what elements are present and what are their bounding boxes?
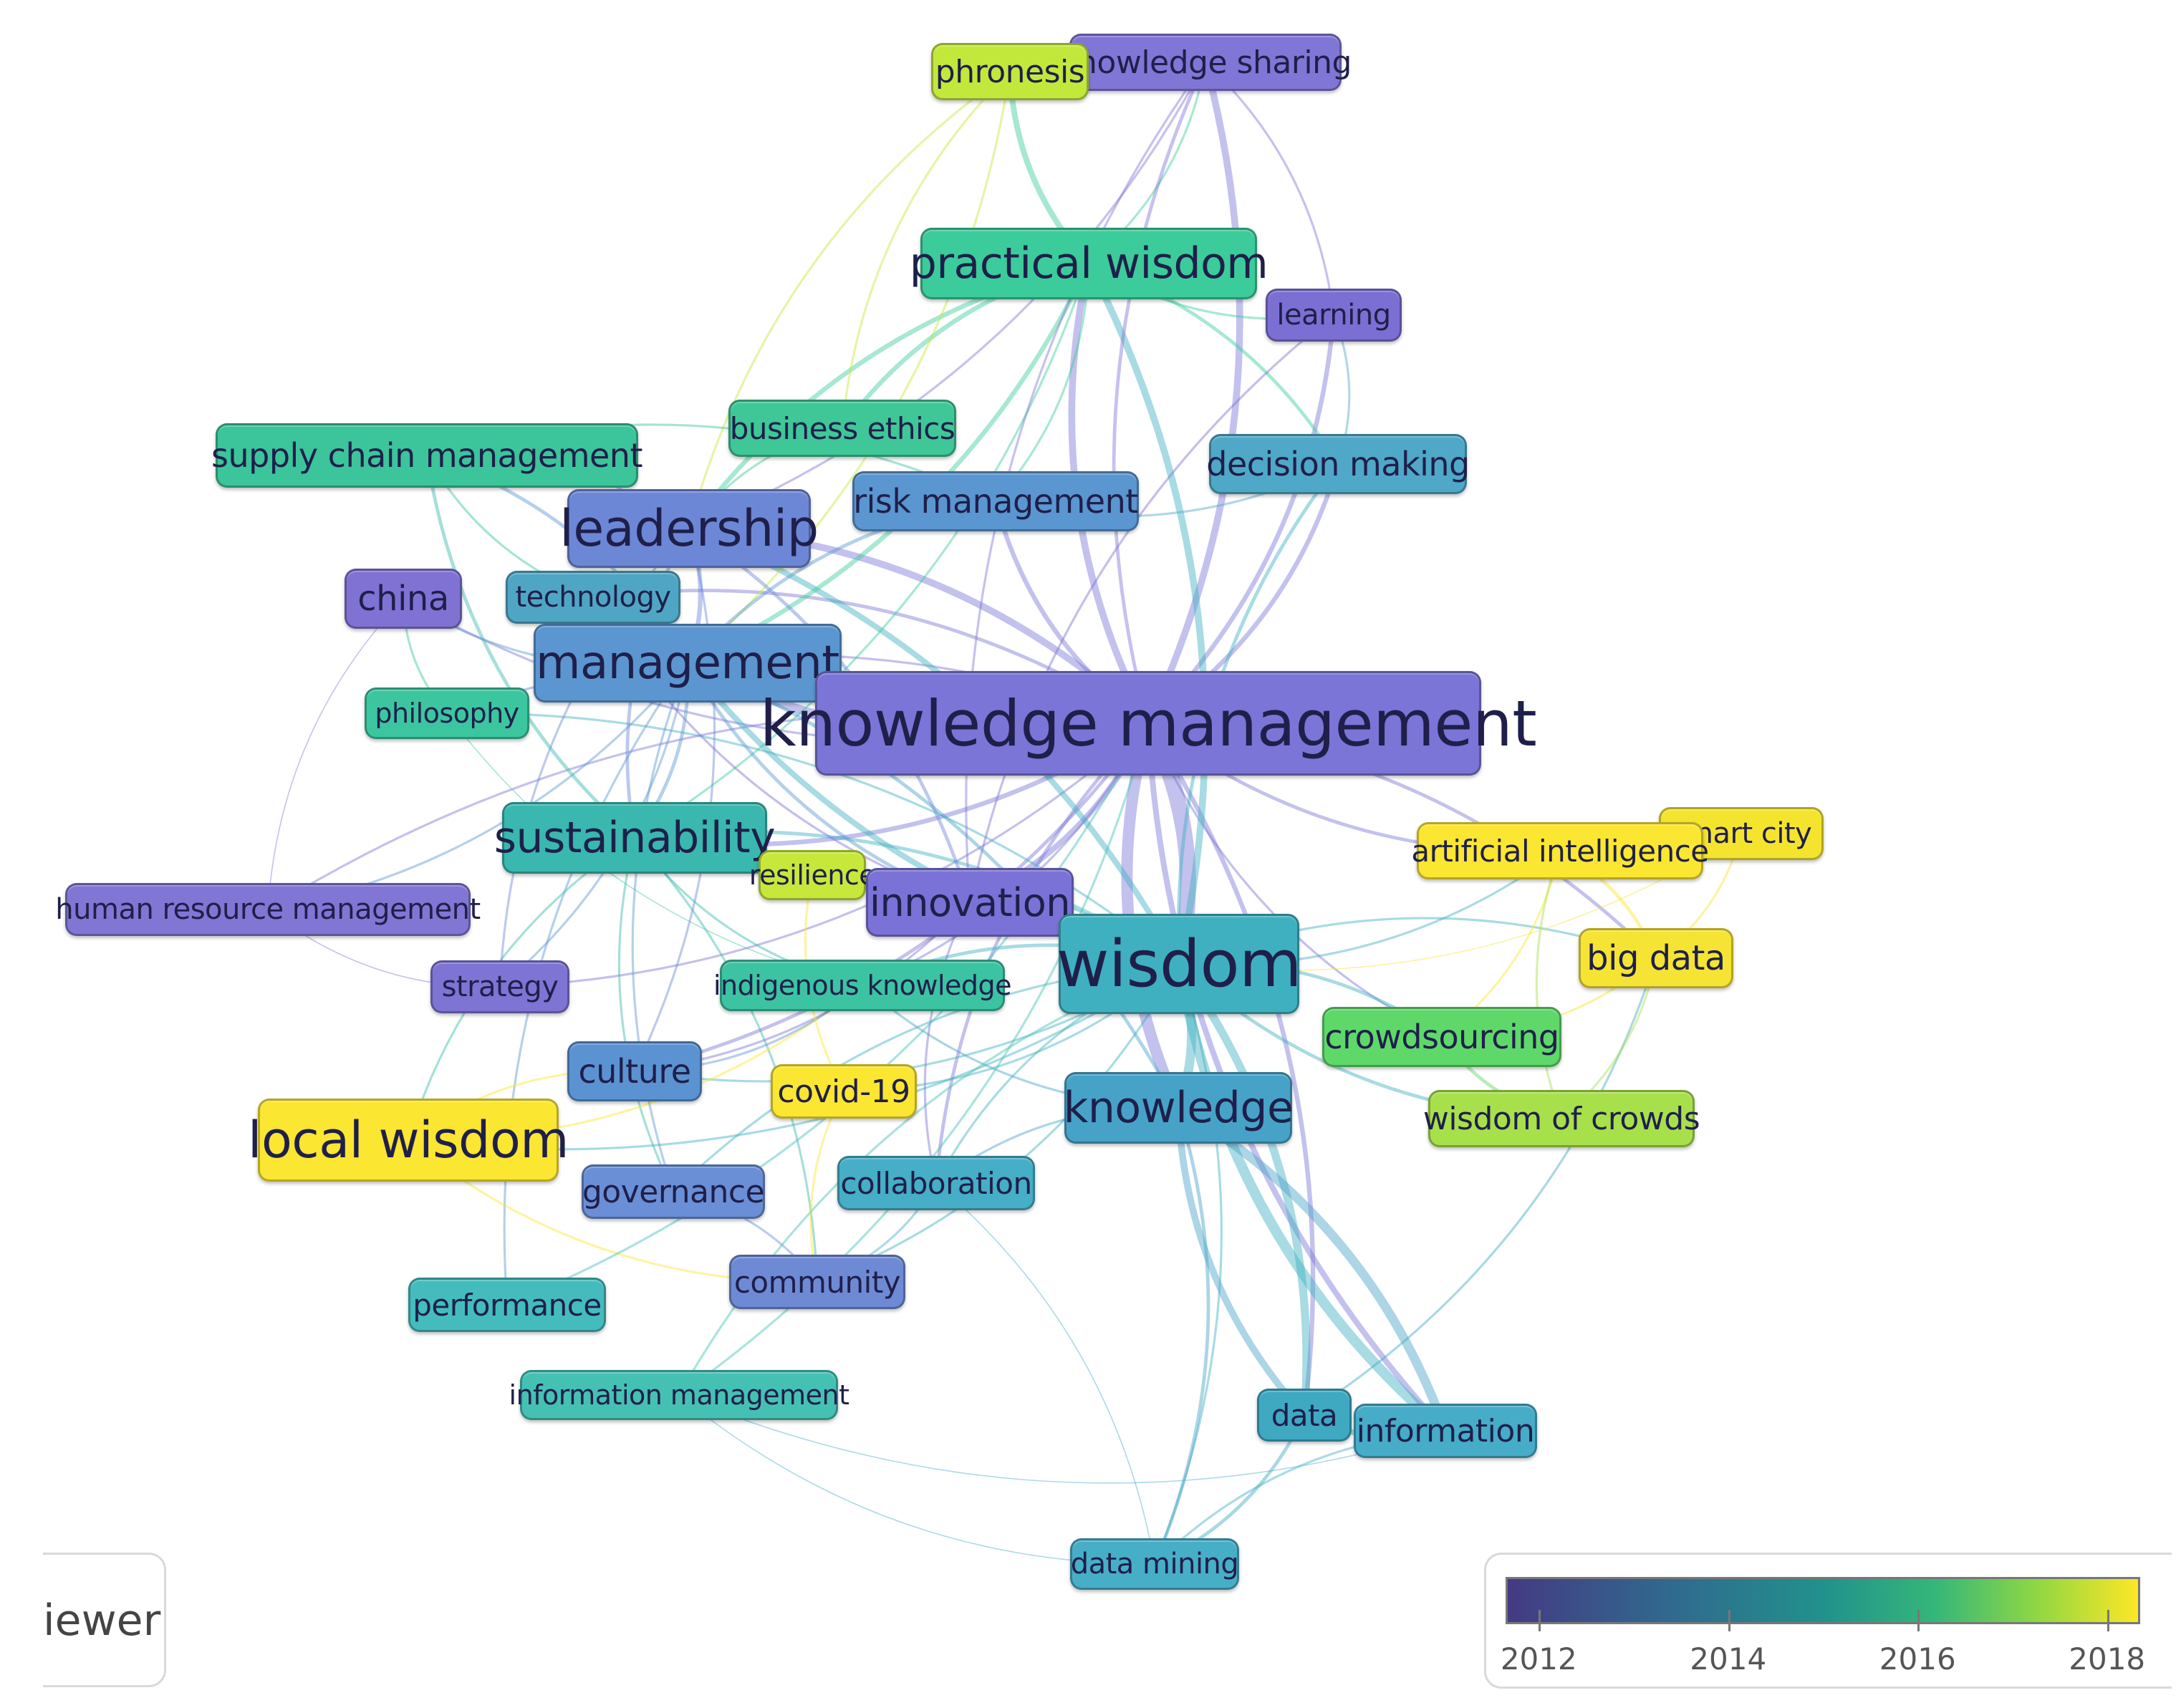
node-collaboration[interactable]: collaboration (837, 1156, 1035, 1210)
link-wis-com (816, 962, 1180, 1283)
node-philosophy[interactable]: philosophy (365, 687, 529, 739)
link-phr-ldr (688, 70, 1011, 530)
link-km-dat (1145, 720, 1316, 1418)
link-knw-mgt (685, 661, 1180, 1110)
link-inn-col (923, 901, 971, 1184)
node-knowledge-management[interactable]: knowledge management (760, 671, 1537, 776)
node-performance[interactable]: performance (408, 1278, 606, 1332)
node-governance[interactable]: governance (582, 1164, 765, 1219)
node-wisdom-of-crowds[interactable]: wisdom of crowds (1423, 1090, 1700, 1147)
link-ks-ldr (688, 61, 1207, 530)
link-ks-lrn (1204, 61, 1335, 317)
legend-label-2016: 2016 (1879, 1641, 1956, 1676)
link-dat-bd (1303, 957, 1657, 1417)
link-wis-dat (1175, 960, 1311, 1419)
node-risk-management[interactable]: risk management (852, 471, 1139, 531)
node-sustainability[interactable]: sustainability (494, 802, 776, 874)
link-wis-inf (1173, 958, 1451, 1437)
node-management[interactable]: management (534, 624, 842, 703)
link-knw-dat (1175, 1104, 1308, 1419)
node-leadership[interactable]: leadership (559, 489, 819, 568)
link-phr-be (841, 70, 1011, 430)
node-innovation[interactable]: innovation (866, 868, 1074, 937)
node-learning[interactable]: learning (1266, 289, 1402, 342)
legend-tick-2018 (2107, 1610, 2109, 1631)
legend-label-2012: 2012 (1500, 1641, 1577, 1676)
node-local-wisdom[interactable]: local wisdom (248, 1099, 569, 1182)
link-im-km (678, 722, 1150, 1396)
link-woc-ai (1535, 849, 1563, 1120)
node-community[interactable]: community (729, 1255, 905, 1309)
brand-label: iewer (43, 1596, 161, 1646)
node-business-ethics[interactable]: business ethics (728, 400, 956, 457)
node-human-resource-management[interactable]: human resource management (55, 883, 481, 936)
link-ks-km (1112, 60, 1208, 725)
link-km-ks (1145, 59, 1243, 727)
link-wis-dmi (1153, 962, 1223, 1565)
legend-tick-2014 (1728, 1610, 1730, 1631)
node-wisdom[interactable]: wisdom (1056, 914, 1302, 1014)
legend-color-bar (1506, 1577, 2140, 1624)
node-knowledge-sharing[interactable]: knowledge sharing (1059, 34, 1352, 91)
node-phronesis[interactable]: phronesis (931, 43, 1089, 100)
node-strategy[interactable]: strategy (430, 960, 569, 1013)
node-data[interactable]: data (1257, 1389, 1352, 1442)
link-wis-pw (1085, 260, 1209, 968)
link-dmi-col (935, 1182, 1155, 1565)
node-culture[interactable]: culture (567, 1041, 702, 1101)
link-km-crw (1147, 722, 1443, 1038)
link-sus-scm (425, 453, 637, 840)
node-crowdsourcing[interactable]: crowdsourcing (1322, 1007, 1561, 1067)
link-km-str (499, 722, 1150, 988)
link-hrm-chn (267, 598, 404, 910)
brand-panel (43, 1553, 166, 1687)
node-information-management[interactable]: information management (509, 1370, 849, 1420)
node-covid-19[interactable]: covid-19 (771, 1064, 917, 1119)
node-information[interactable]: information (1354, 1404, 1537, 1458)
link-sus-gov (617, 836, 675, 1193)
node-technology[interactable]: technology (506, 571, 680, 624)
link-pw-mgt (685, 261, 1092, 666)
legend-label-2014: 2014 (1690, 1641, 1767, 1676)
node-practical-wisdom[interactable]: practical wisdom (910, 228, 1268, 299)
legend-tick-2012 (1539, 1610, 1541, 1631)
link-inf-im (678, 1394, 1446, 1484)
legend-tick-2016 (1917, 1610, 1920, 1631)
node-resilience[interactable]: resilience (749, 850, 876, 900)
link-knw-dmi (1152, 1106, 1210, 1566)
link-phr-mgt (686, 70, 1011, 665)
node-artificial-intelligence[interactable]: artificial intelligence (1411, 822, 1709, 879)
node-decision-making[interactable]: decision making (1206, 434, 1470, 494)
node-knowledge[interactable]: knowledge (1064, 1072, 1294, 1144)
link-lrn-inn (968, 314, 1335, 904)
node-supply-chain-management[interactable]: supply chain management (211, 423, 643, 488)
link-mgt-gov (631, 662, 689, 1193)
link-km-cul (632, 721, 1150, 1073)
node-big-data[interactable]: big data (1579, 928, 1733, 988)
node-china[interactable]: china (345, 569, 462, 629)
link-pw-sus (633, 262, 1090, 839)
legend-label-2018: 2018 (2069, 1641, 2146, 1676)
node-data-mining[interactable]: data mining (1070, 1538, 1239, 1590)
node-indigenous-knowledge[interactable]: indigenous knowledge (713, 960, 1012, 1011)
link-sus-com (633, 836, 819, 1283)
